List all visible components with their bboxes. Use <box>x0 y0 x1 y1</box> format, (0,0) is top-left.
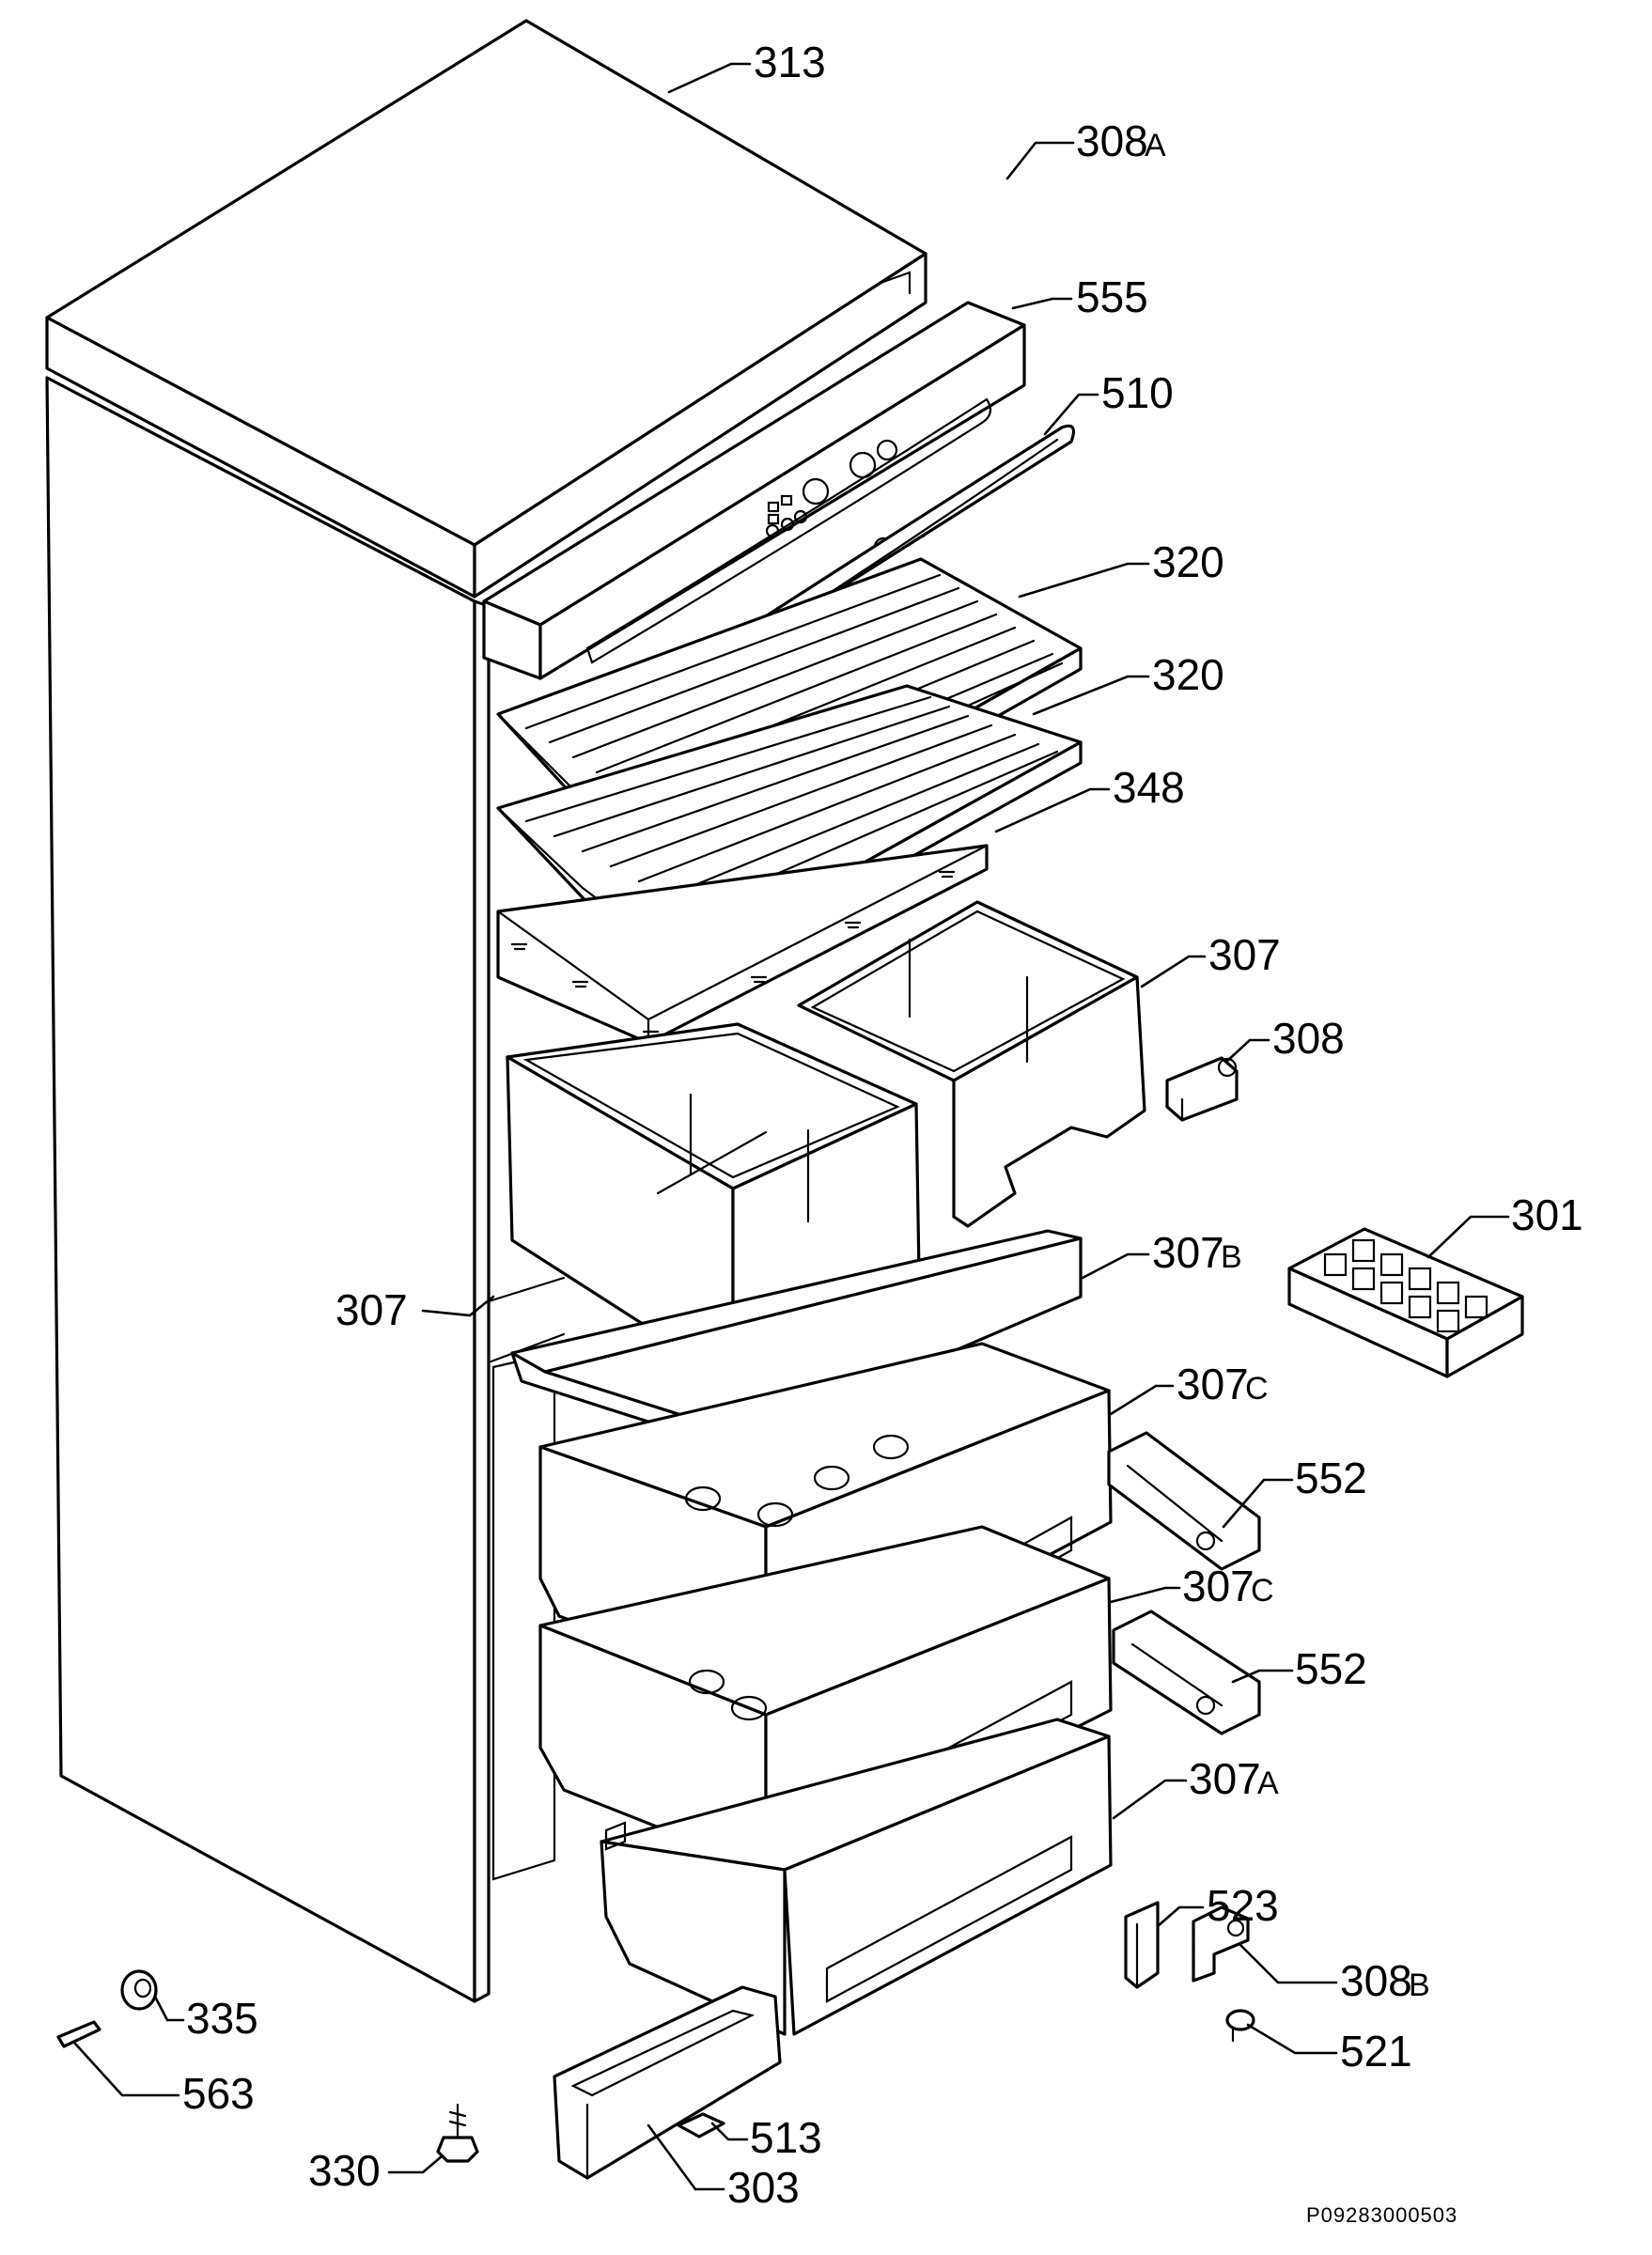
glass-shelf-marks <box>510 870 956 1038</box>
label-307a: 307 <box>1189 1754 1261 1803</box>
label-307b: 307 <box>1152 1228 1224 1277</box>
label-523: 523 <box>1207 1881 1279 1930</box>
label-307-right: 307 <box>1208 930 1281 979</box>
label-307c-upper-suffix: C <box>1245 1371 1269 1407</box>
ice-tray-cells <box>1323 1238 1488 1333</box>
label-308b: 308 <box>1340 1956 1412 2005</box>
leader-lines <box>73 62 1510 2191</box>
label-307a-suffix: A <box>1257 1765 1279 1801</box>
label-521: 521 <box>1340 2027 1412 2076</box>
part-563-pin <box>56 2020 101 2048</box>
label-335: 335 <box>186 1994 258 2043</box>
part-523-hinge-cover <box>1124 1901 1160 1989</box>
label-348: 348 <box>1113 763 1185 812</box>
part-308-hinge <box>1165 1056 1239 1122</box>
label-307c-upper: 307 <box>1177 1360 1249 1408</box>
part-555-control-frame <box>482 301 1026 680</box>
part-313-top-cover <box>45 19 927 599</box>
part-552-rail-lower <box>1112 1610 1261 1735</box>
label-320-lower: 320 <box>1152 650 1224 699</box>
label-513: 513 <box>750 2113 822 2162</box>
label-308a: 308 <box>1076 117 1148 165</box>
label-563: 563 <box>182 2069 255 2118</box>
label-555: 555 <box>1076 272 1148 321</box>
part-labels: 313 308 A 555 510 320 320 348 307 308 30… <box>182 38 1583 2212</box>
shelf-lower-grille <box>524 695 1059 913</box>
label-552-upper: 552 <box>1295 1454 1367 1502</box>
part-303-kick-plate <box>553 1985 782 2180</box>
label-307-left: 307 <box>335 1285 408 1334</box>
part-308b-lower-hinge <box>1192 1905 1250 1983</box>
part-552-rail-upper <box>1107 1431 1261 1571</box>
part-330-adjustable-foot <box>436 2103 479 2163</box>
lower-drawer-holes <box>688 1669 768 1721</box>
label-320-upper: 320 <box>1152 537 1224 586</box>
part-513-clip <box>677 2112 725 2138</box>
label-308b-suffix: B <box>1409 1967 1430 2003</box>
label-330: 330 <box>308 2146 381 2195</box>
label-307b-suffix: B <box>1221 1239 1242 1275</box>
part-307a-drawer-bottom <box>600 1718 1113 2036</box>
part-335-roller <box>120 1969 158 2011</box>
part-348-glass-shelf <box>496 844 989 1045</box>
label-307c-lower: 307 <box>1182 1562 1255 1610</box>
label-303: 303 <box>727 2163 800 2212</box>
label-313: 313 <box>754 38 826 86</box>
part-307-bin-right <box>797 900 1146 1228</box>
label-301: 301 <box>1511 1190 1583 1239</box>
label-308a-suffix: A <box>1145 128 1166 163</box>
label-308: 308 <box>1272 1014 1345 1063</box>
label-510: 510 <box>1101 368 1174 417</box>
label-552-lower: 552 <box>1295 1644 1367 1693</box>
upper-drawer-holes <box>684 1434 910 1528</box>
drawing-reference-code: P09283000503 <box>1306 2203 1457 2227</box>
label-307c-lower-suffix: C <box>1251 1573 1274 1609</box>
part-301-ice-tray <box>1287 1227 1524 1378</box>
